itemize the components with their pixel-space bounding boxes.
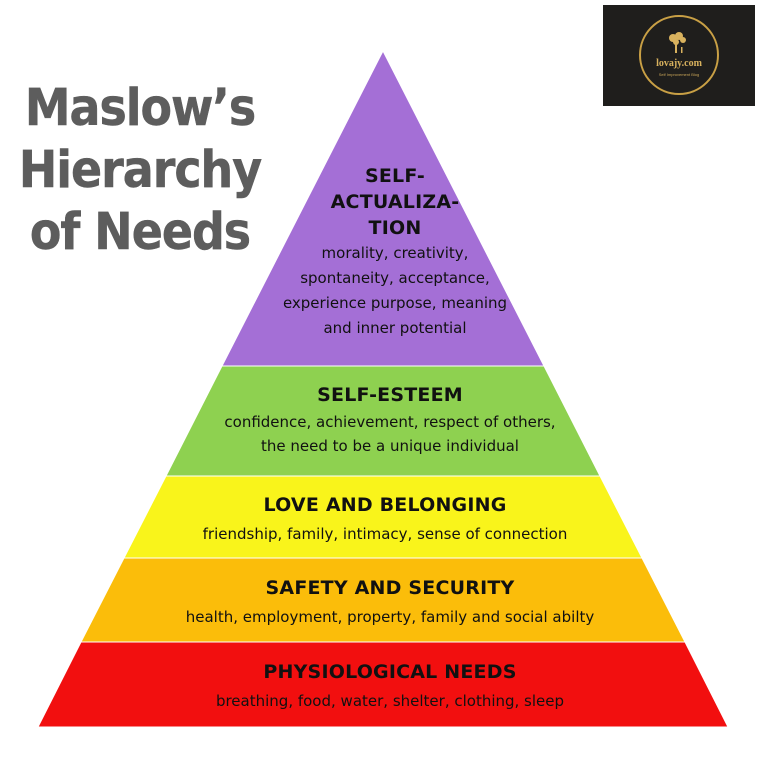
tier-self-actualization-name: SELF- ACTUALIZA- TION (330, 165, 460, 239)
logo-tagline: Self Improvement Blog (658, 72, 700, 77)
tier-love-and-belonging-text: LOVE AND BELONGING friendship, family, i… (150, 490, 620, 546)
tier-physiological-needs (37, 641, 729, 728)
logo: lovajy.com Self Improvement Blog (603, 5, 755, 106)
tier-physiological-needs-text: PHYSIOLOGICAL NEEDS breathing, food, wat… (120, 657, 660, 713)
tier-self-actualization-text: SELF- ACTUALIZA- TION morality, creativi… (270, 163, 520, 341)
tier-safety-and-security-name: SAFETY AND SECURITY (265, 577, 515, 599)
tree-icon (669, 32, 686, 53)
logo-emblem-icon (639, 15, 719, 95)
tier-self-esteem-text: SELF-ESTEEM confidence, achievement, res… (190, 380, 590, 458)
page-title: Maslow’s Hierarchy of Needs (6, 78, 274, 264)
logo-name: lovajy.com (656, 58, 702, 69)
tier-love-and-belonging-description: friendship, family, intimacy, sense of c… (202, 525, 568, 543)
tier-safety-and-security-description: health, employment, property, family and… (185, 608, 595, 626)
tier-physiological-needs-description: breathing, food, water, shelter, clothin… (215, 692, 565, 710)
tier-self-esteem-name: SELF-ESTEEM (317, 384, 463, 406)
tier-physiological-needs-name: PHYSIOLOGICAL NEEDS (263, 661, 517, 683)
tier-self-esteem-description: confidence, achievement, respect of othe… (224, 413, 556, 455)
tier-self-actualization-description: morality, creativity, spontaneity, accep… (282, 244, 508, 337)
title-line-1: Maslow’s (24, 79, 257, 139)
tier-love-and-belonging-name: LOVE AND BELONGING (263, 494, 507, 516)
tier-safety-and-security-text: SAFETY AND SECURITY health, employment, … (120, 573, 660, 629)
title-line-3: of Needs (29, 203, 252, 263)
title-line-2: Hierarchy (18, 141, 263, 201)
